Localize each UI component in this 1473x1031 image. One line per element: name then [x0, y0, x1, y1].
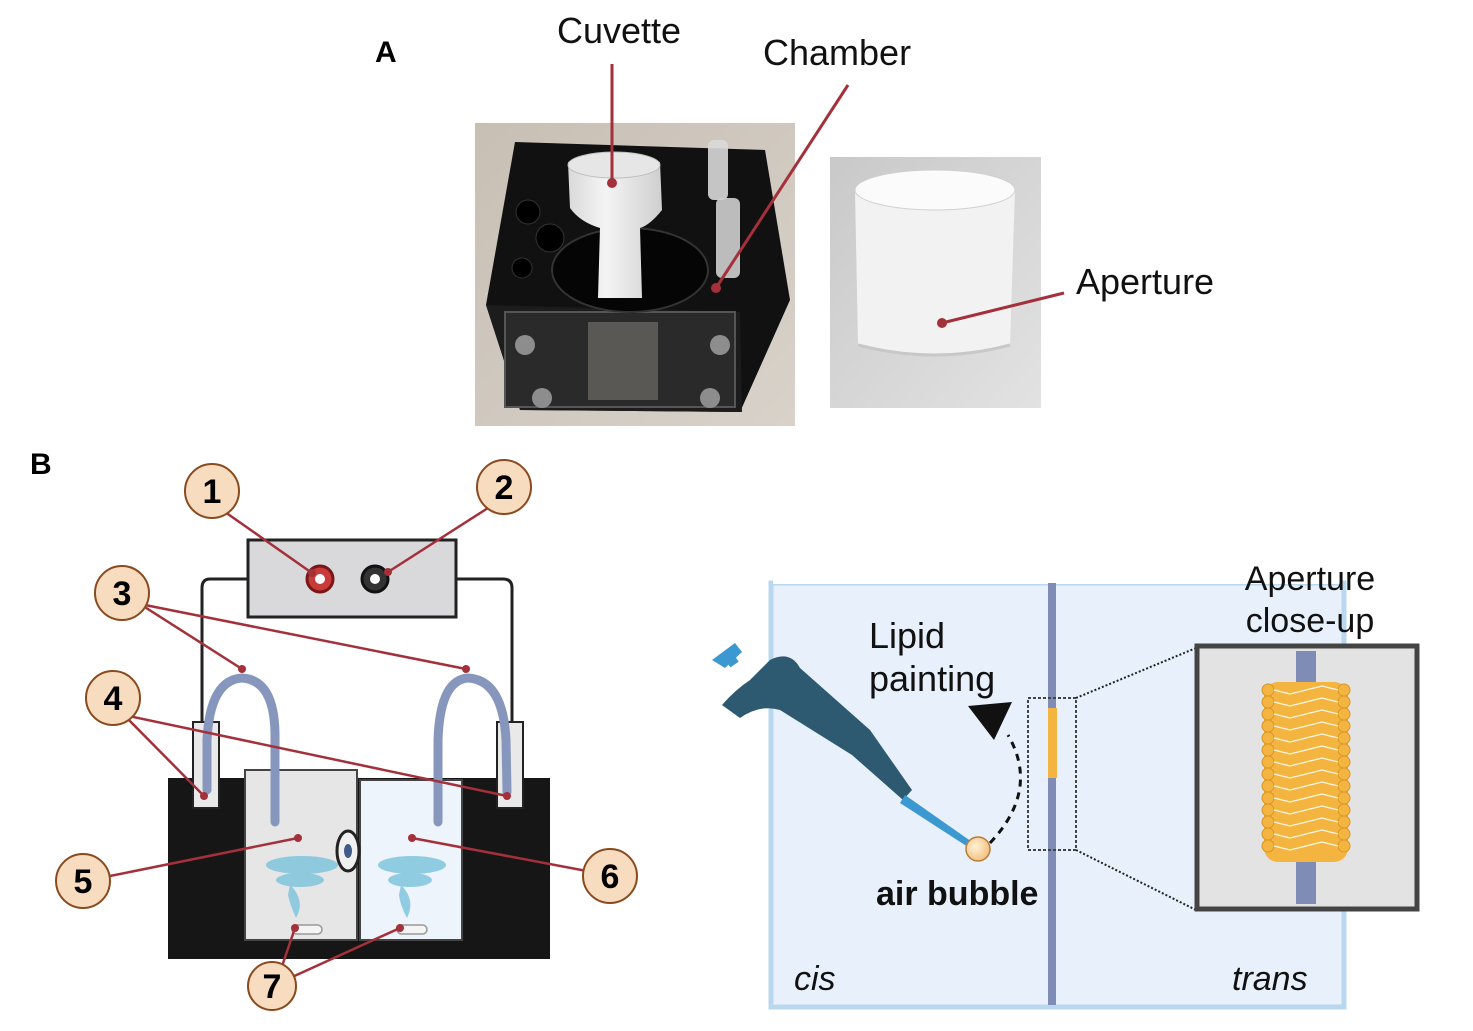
leaders-panel-a: [607, 64, 1065, 328]
label-aperture: Aperture: [1076, 261, 1214, 302]
pipette-icon: [712, 643, 972, 847]
photo-cuvette-chamber: [475, 123, 795, 426]
label-aperture-closeup-2: close-up: [1246, 602, 1375, 640]
leaders-panel-b: [99, 506, 593, 980]
salt-bridges: [202, 673, 512, 827]
photo-aperture: [830, 157, 1041, 408]
label-air-bubble: air bubble: [876, 875, 1038, 913]
number-circle-1: 1: [184, 463, 240, 519]
panel-letter-a: A: [375, 36, 397, 69]
label-aperture-closeup-1: Aperture: [1245, 560, 1375, 598]
label-chamber: Chamber: [763, 32, 911, 73]
aperture-closeup: [1194, 643, 1420, 912]
svg-text:7: 7: [263, 968, 282, 1006]
number-circle-7: 7: [247, 961, 297, 1011]
air-bubble-icon: [965, 836, 991, 862]
label-lipid-painting-2: painting: [869, 658, 995, 699]
stir-vortex-right: [378, 856, 446, 918]
number-circle-3: 3: [94, 565, 150, 621]
label-trans: trans: [1232, 960, 1308, 998]
label-lipid-painting-1: Lipid: [869, 615, 945, 656]
amplifier-box: [246, 538, 458, 619]
svg-text:3: 3: [113, 575, 132, 613]
aperture-zoom-box: [1027, 647, 1197, 911]
number-circle-4: 4: [85, 670, 141, 726]
stir-bars: [291, 924, 428, 935]
electrode-wires: [200, 577, 514, 780]
panel-letter-b: B: [30, 448, 52, 481]
stir-vortex-left: [266, 856, 338, 918]
lipid-painting-arrow: [968, 702, 1022, 845]
number-circle-6: 6: [582, 848, 638, 904]
svg-text:2: 2: [495, 469, 514, 507]
svg-text:1: 1: [203, 473, 222, 511]
number-circle-5: 5: [55, 853, 111, 909]
svg-text:5: 5: [74, 863, 93, 901]
svg-text:4: 4: [104, 680, 123, 718]
label-cis: cis: [794, 960, 836, 998]
svg-text:6: 6: [601, 858, 620, 896]
number-circle-2: 2: [476, 459, 532, 515]
label-cuvette: Cuvette: [557, 10, 681, 51]
